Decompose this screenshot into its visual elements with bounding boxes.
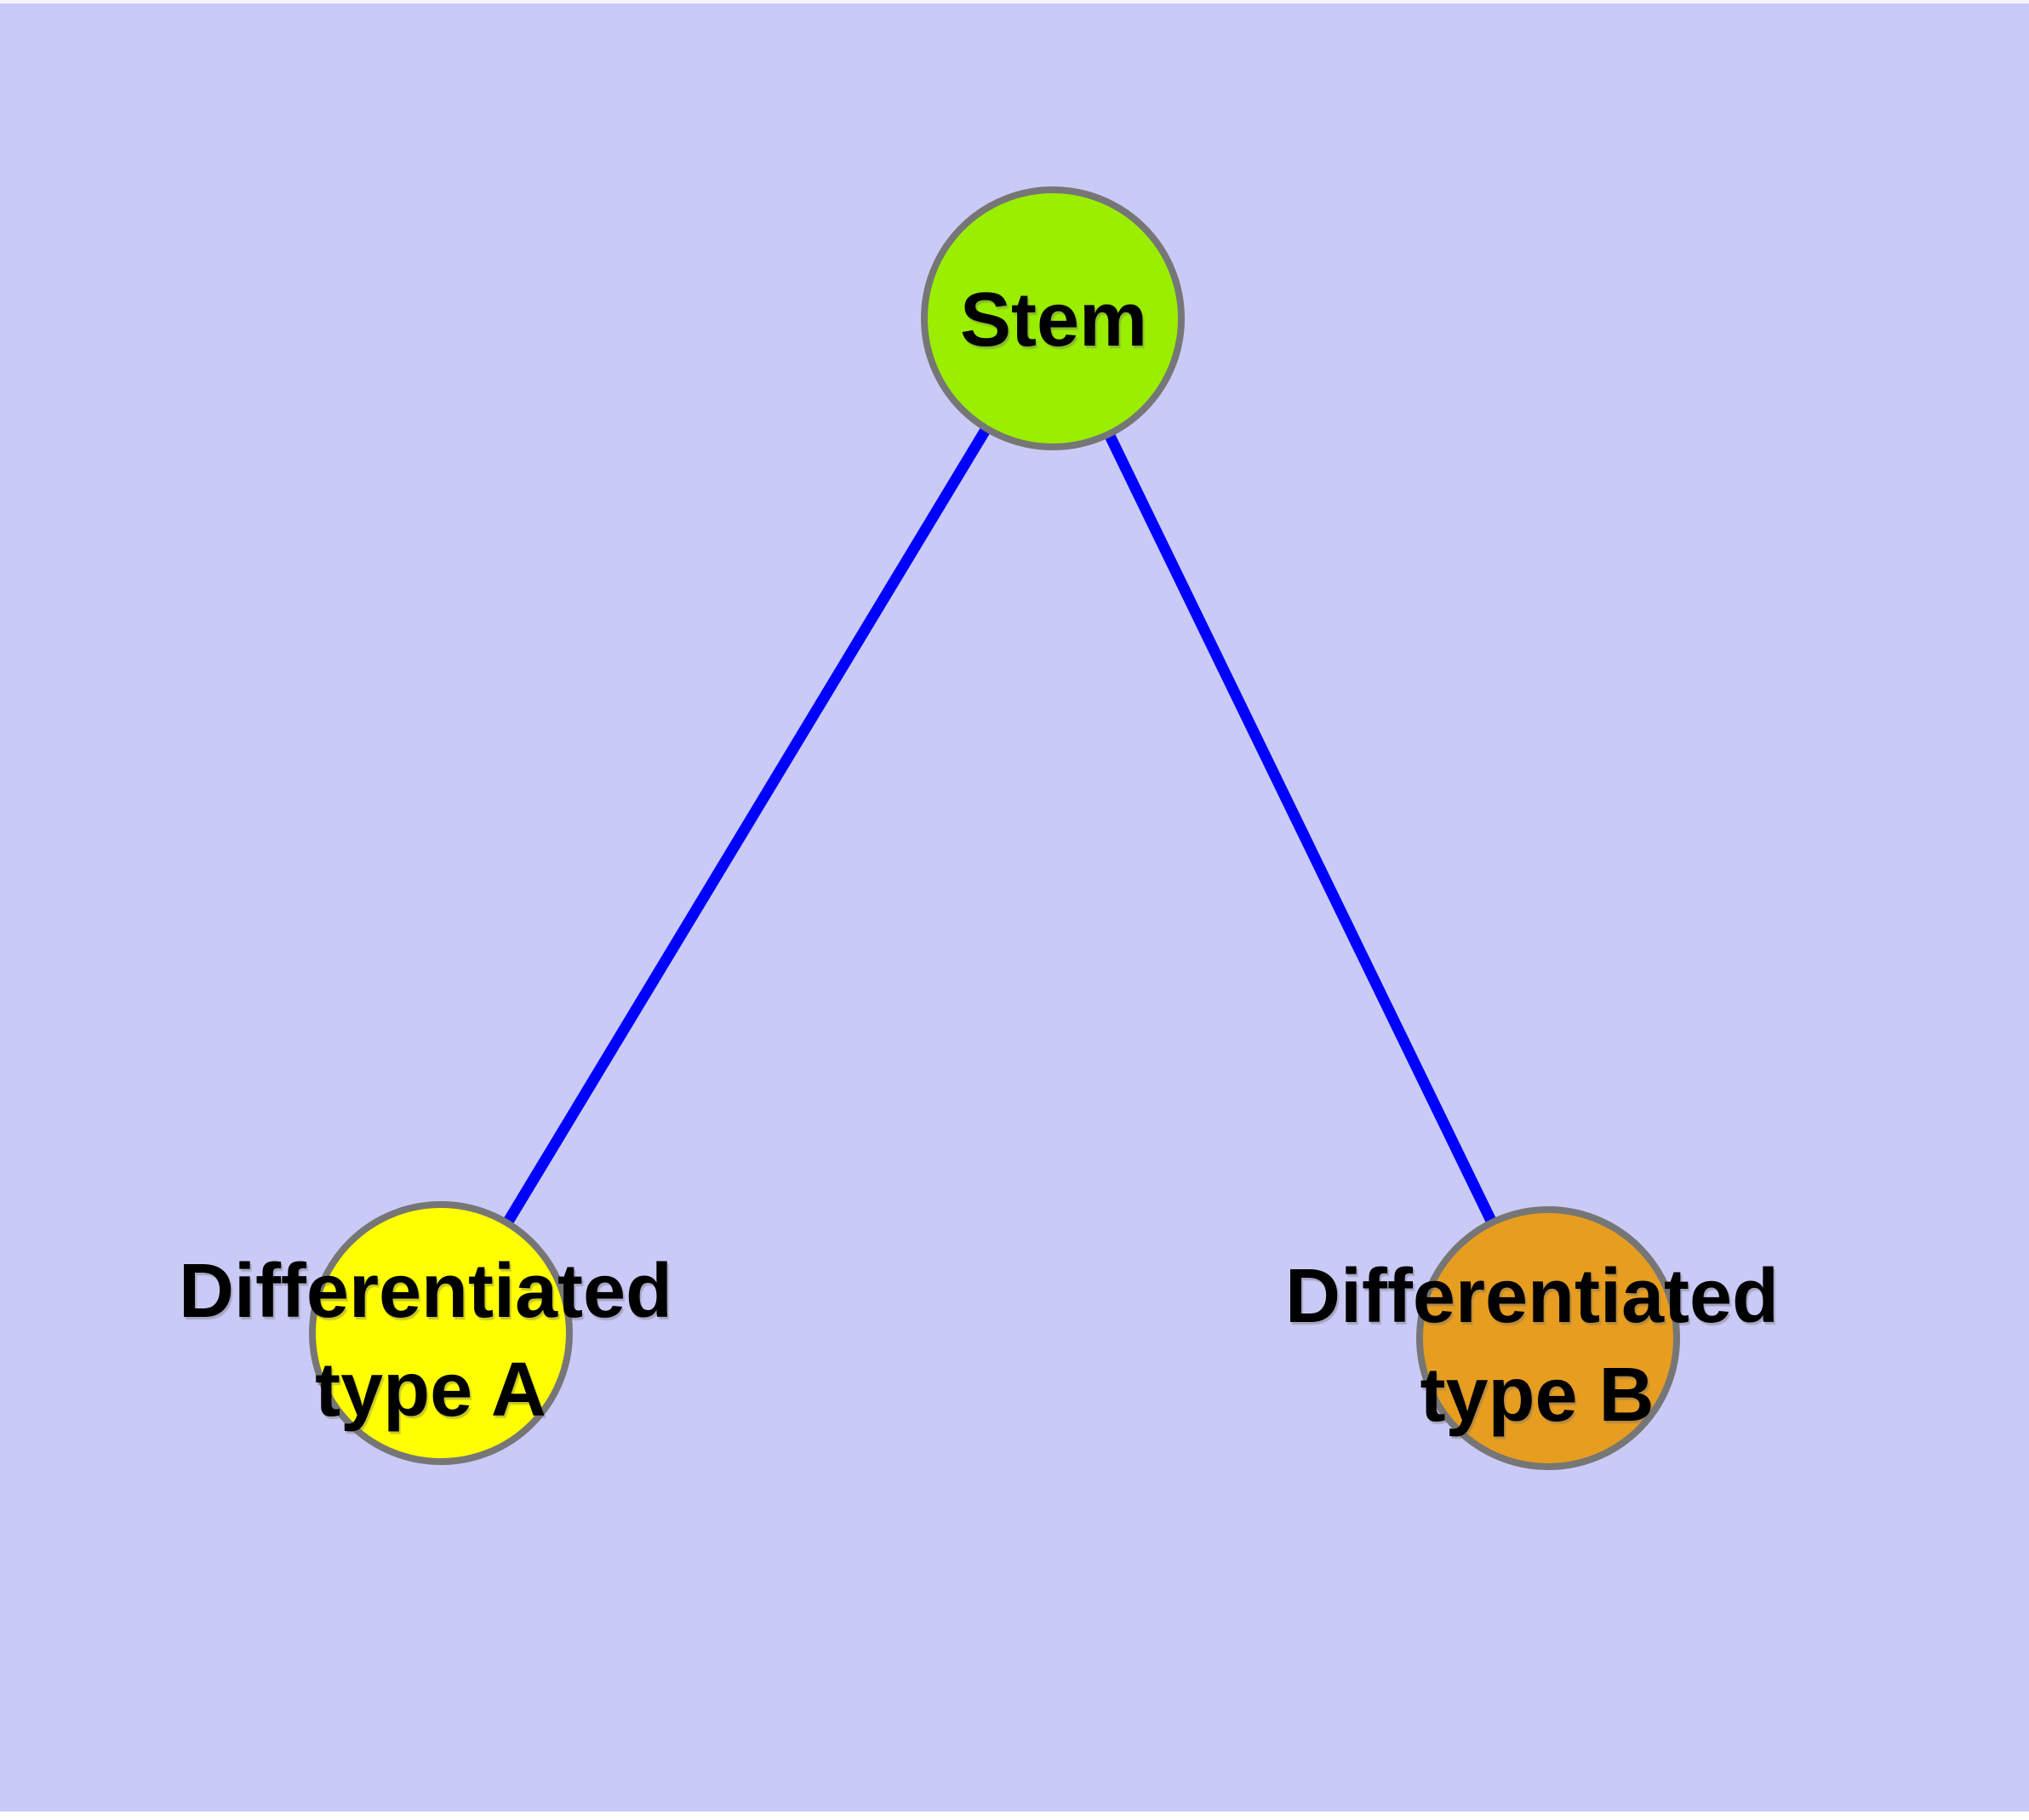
node-type-a-label-line2: type A [315,1348,546,1433]
top-margin-strip [0,0,2029,3]
node-type-b-label-line2: type B [1420,1353,1654,1438]
edge-stem-to-type-a [436,315,1058,1336]
node-stem-label: Stem [960,278,1147,363]
node-stem [921,186,1185,450]
bottom-margin-strip [0,1811,2029,1820]
node-type-b-label-line1: Differentiated [1285,1254,1779,1339]
edge-stem-to-type-b [1048,316,1553,1341]
node-type-a-label-line1: Differentiated [179,1249,672,1334]
node-differentiated-type-a [309,1201,573,1465]
node-differentiated-type-b [1416,1206,1680,1470]
